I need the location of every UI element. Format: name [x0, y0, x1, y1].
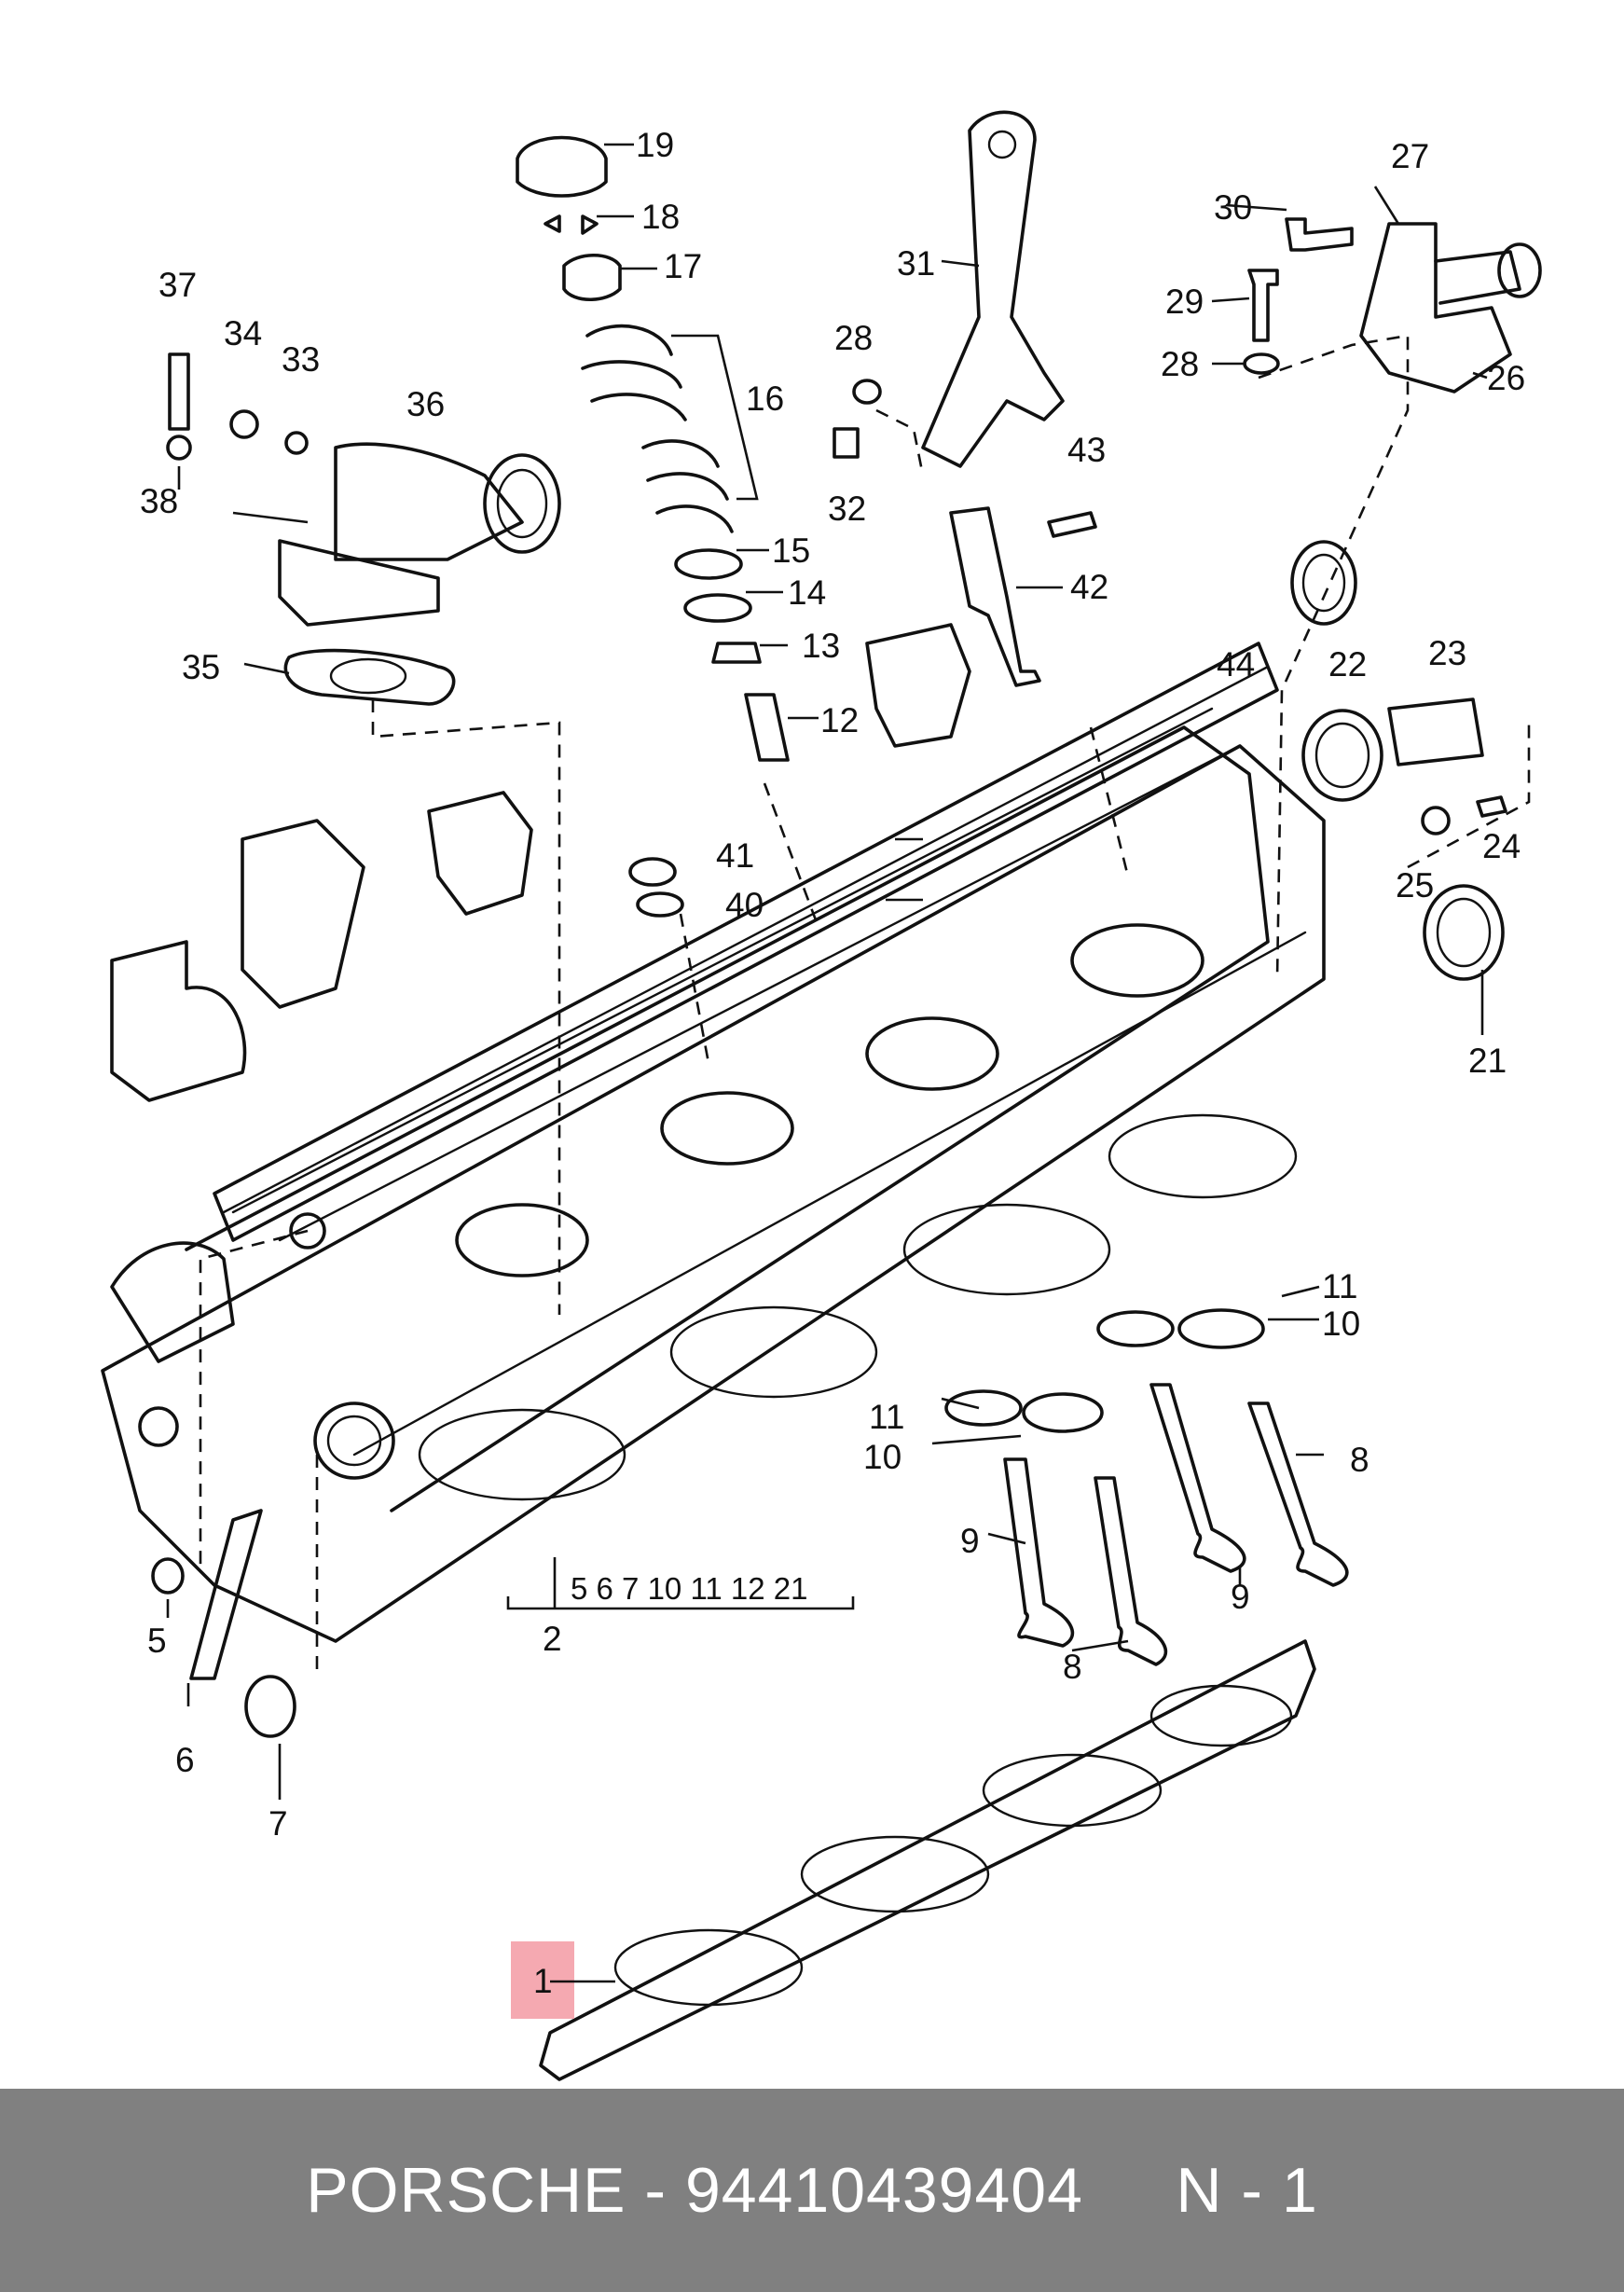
bearing-brackets — [110, 623, 971, 1102]
callout-42: 42 — [1070, 568, 1108, 606]
callout-16: 16 — [746, 380, 784, 418]
callout-9-right: 9 — [1231, 1578, 1250, 1616]
exploded-parts-diagram: 1 2 5 6 7 10 11 12 21 5 6 7 8 8 9 9 10 1… — [101, 110, 1542, 2081]
callout-44: 44 — [1217, 645, 1255, 683]
callout-36: 36 — [406, 385, 445, 423]
callout-31: 31 — [897, 244, 935, 283]
hardware — [151, 217, 1507, 1738]
callout-28-left: 28 — [834, 319, 873, 357]
bracket-31 — [921, 110, 1065, 468]
callout-30: 30 — [1214, 188, 1252, 227]
oil-seals — [1301, 697, 1505, 981]
callout-10-left: 10 — [863, 1438, 901, 1476]
callout-34: 34 — [224, 314, 262, 352]
callout-10-right: 10 — [1322, 1305, 1360, 1343]
head-gasket — [539, 1639, 1316, 2081]
coolant-housing — [1359, 222, 1542, 394]
callout-23: 23 — [1428, 634, 1466, 672]
callout-25: 25 — [1396, 866, 1434, 904]
callout-1: 1 — [533, 1962, 553, 2000]
callout-26: 26 — [1487, 359, 1525, 397]
valve-guides — [944, 1308, 1265, 1433]
valves — [1003, 1383, 1349, 1666]
callout-32: 32 — [828, 490, 866, 528]
callout-17: 17 — [664, 247, 702, 285]
callout-18: 18 — [641, 198, 680, 236]
callout-37: 37 — [158, 266, 197, 304]
callout-11-right: 11 — [1322, 1267, 1357, 1305]
callout-19: 19 — [636, 126, 674, 164]
highlight-box — [511, 1941, 574, 2019]
callout-38: 38 — [140, 482, 178, 520]
callout-35: 35 — [182, 648, 220, 686]
callout-8-upper: 8 — [1350, 1441, 1369, 1479]
leader-lines — [166, 143, 1488, 1983]
callout-33: 33 — [282, 340, 320, 379]
callout-8-lower: 8 — [1063, 1648, 1082, 1686]
cylinder-head — [101, 642, 1326, 1643]
fuel-injector — [949, 506, 1041, 687]
callout-11-left: 11 — [869, 1398, 904, 1436]
callout-21: 21 — [1468, 1042, 1507, 1080]
callout-14: 14 — [788, 573, 826, 612]
callout-7: 7 — [268, 1804, 288, 1843]
callout-22: 22 — [1328, 645, 1367, 683]
valve-spring-stack — [516, 135, 790, 762]
callout-2: 2 — [543, 1620, 562, 1658]
callout-labels: 1 2 5 6 7 10 11 12 21 5 6 7 8 8 9 9 10 1… — [140, 126, 1525, 2000]
assembly-lines — [199, 334, 1531, 1678]
callout-12: 12 — [820, 701, 859, 739]
part-number-caption: PORSCHE - 94410439404 N - 1 — [306, 2155, 1318, 2226]
callout-15: 15 — [772, 532, 810, 570]
footer-bar: PORSCHE - 94410439404 N - 1 — [0, 2089, 1624, 2292]
callout-5: 5 — [147, 1622, 167, 1660]
callout-28-right: 28 — [1161, 345, 1199, 383]
callout-13: 13 — [802, 627, 840, 665]
callout-41: 41 — [716, 836, 754, 875]
callout-43: 43 — [1067, 431, 1106, 469]
callout-6: 6 — [175, 1741, 195, 1779]
callout-29: 29 — [1165, 283, 1204, 321]
callout-9-left: 9 — [960, 1522, 980, 1560]
callout-27: 27 — [1391, 137, 1429, 175]
intake-elbow — [278, 442, 561, 706]
callout-group: 5 6 7 10 11 12 21 — [571, 1571, 807, 1606]
callout-40: 40 — [725, 886, 764, 924]
callout-24: 24 — [1482, 827, 1521, 865]
